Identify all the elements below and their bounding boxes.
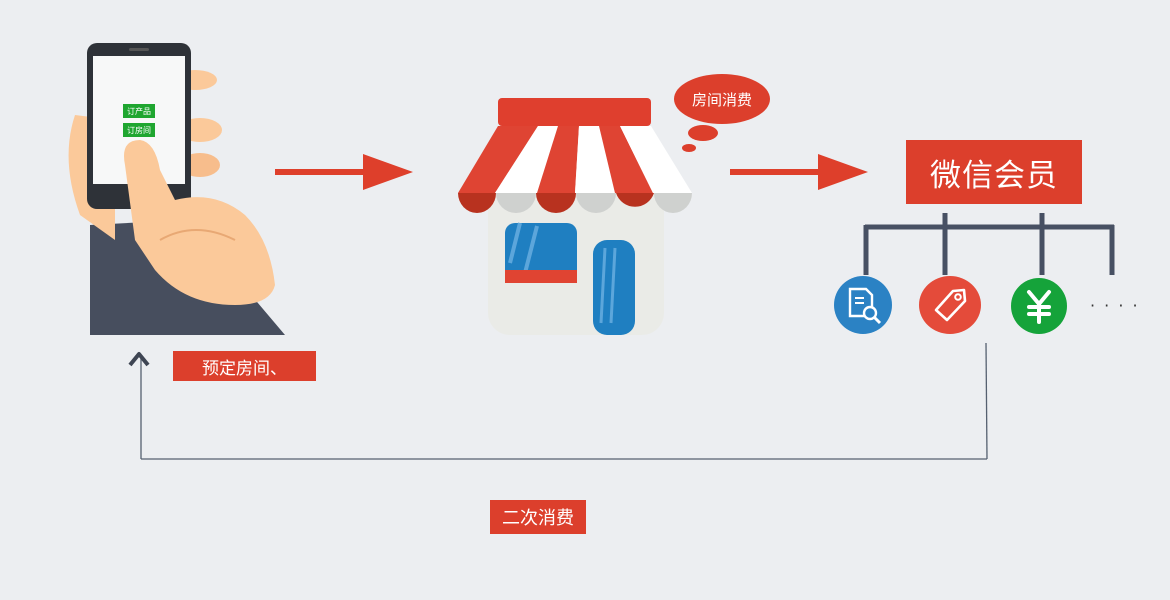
membership-tree-connector — [860, 213, 1120, 283]
return-loop-line — [125, 340, 1005, 470]
reserve-room-label: 预定房间、 — [173, 351, 316, 381]
speech-bubble: 房间消费 — [674, 74, 770, 124]
speech-bubble-dot-large — [688, 125, 718, 141]
speech-bubble-dot-small — [682, 144, 696, 152]
repeat-consumption-label: 二次消费 — [490, 500, 586, 534]
phone-button-order-product[interactable]: 订产品 — [123, 104, 155, 118]
reserve-room-text: 预定房间、 — [202, 358, 287, 379]
more-ellipsis: · · · · — [1090, 296, 1140, 315]
phone-button-order-room[interactable]: 订房间 — [123, 123, 155, 137]
arrow-store-to-membership — [730, 154, 870, 190]
tag-icon[interactable] — [919, 276, 981, 334]
speech-bubble-text: 房间消费 — [691, 90, 752, 109]
yen-icon[interactable] — [1011, 278, 1067, 334]
repeat-consumption-text: 二次消费 — [502, 508, 574, 529]
membership-label: 微信会员 — [930, 157, 1058, 194]
document-search-icon[interactable] — [834, 276, 892, 334]
store-illustration — [455, 98, 695, 338]
membership-box: 微信会员 — [906, 140, 1082, 204]
arrow-phone-to-store — [275, 154, 415, 190]
phone-hand-illustration: 订产品 订房间 — [55, 40, 295, 340]
